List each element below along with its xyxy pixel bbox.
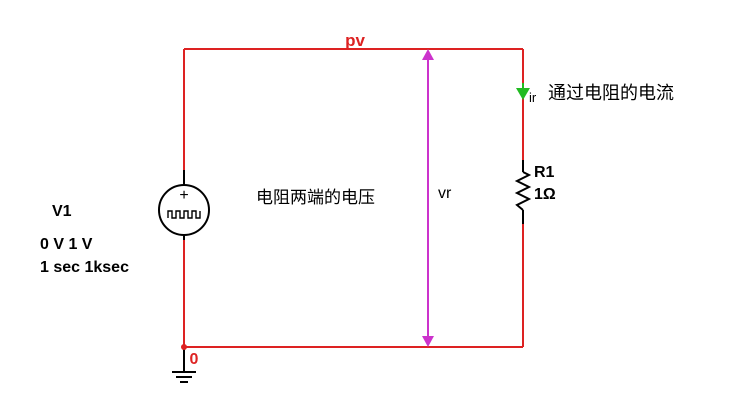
net-label-ground: 0 — [190, 351, 199, 368]
current-arrow-icon[interactable] — [516, 83, 530, 100]
current-probe-label: ir — [529, 90, 537, 105]
resistor-zigzag-icon[interactable] — [514, 171, 532, 211]
source-polarity-symbol: + — [179, 187, 188, 204]
double-arrow-icon[interactable] — [422, 49, 434, 347]
source-params-line2: 1 sec 1ksec — [40, 259, 129, 276]
pulse-voltage-source-icon[interactable]: + — [158, 184, 210, 236]
source-params-line1: 0 V 1 V — [40, 236, 93, 253]
current-probe-description: 通过电阻的电流 — [548, 83, 674, 104]
voltage-probe-description: 电阻两端的电压 — [256, 188, 375, 208]
voltage-probe-label: vr — [438, 185, 452, 202]
resistor-value-label: 1Ω — [534, 186, 556, 203]
pulse-waveform-icon — [167, 210, 201, 219]
net-label-top: pv — [345, 31, 365, 50]
component-leads — [183, 160, 524, 372]
source-name-label: V1 — [52, 203, 72, 220]
junction-dot — [181, 344, 187, 350]
ground-symbol-icon[interactable] — [172, 371, 196, 383]
resistor-name-label: R1 — [534, 164, 555, 181]
wires — [183, 48, 524, 348]
